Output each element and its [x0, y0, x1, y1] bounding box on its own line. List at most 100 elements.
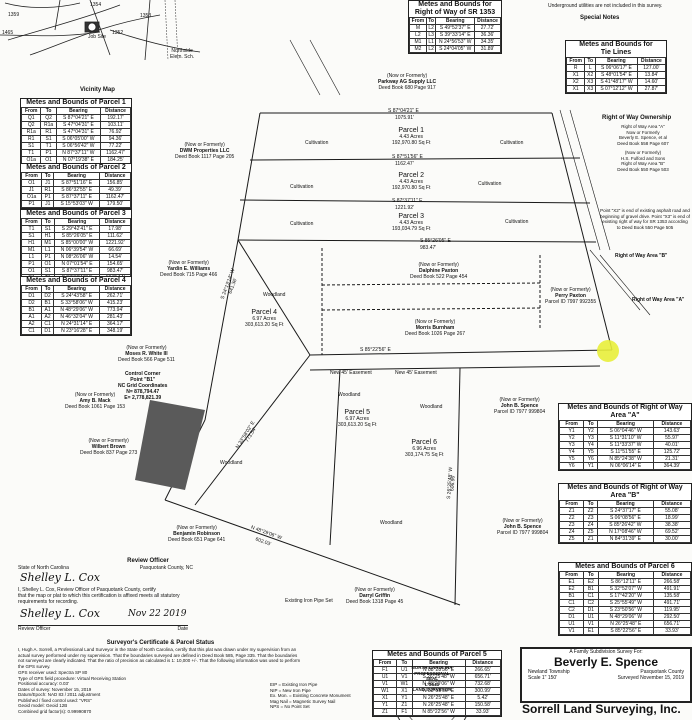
table-cell: S 85°26'42" W	[597, 521, 654, 529]
col-header: Bearing	[597, 420, 654, 428]
table-cell: P1	[41, 193, 55, 201]
col-header: From	[372, 659, 398, 667]
table-cell: U1	[558, 620, 585, 628]
parcel-sqft: 192,970.80 Sq Ft	[392, 140, 431, 146]
gps-line: Type of GPS field procedure: Virtual Rec…	[18, 675, 126, 681]
gps-line: Published / fixed control used: "VRS"	[18, 697, 92, 703]
title-row1: Newland Township Pasquotank County	[522, 669, 690, 675]
table-cell: 656.71'	[464, 673, 501, 681]
easement-label: New 45' Easement	[330, 370, 372, 376]
table-cell: P1	[40, 149, 57, 157]
table-cell: A1	[20, 313, 43, 321]
seal-line: NORTH CAROLINA	[411, 665, 453, 670]
table-cell: 33.93'	[464, 708, 501, 716]
parcel5-table: Metes and Bounds of Parcel 5 From To Bea…	[372, 650, 502, 717]
table-cell: V1	[558, 627, 585, 635]
table-cell: J1	[41, 200, 55, 208]
table-cell: 292.50'	[652, 613, 692, 621]
table-cell: 27.72'	[474, 24, 501, 32]
table-cell: 143.63'	[652, 427, 692, 435]
table-cell: P1	[21, 260, 42, 268]
table-cell: E2	[583, 578, 599, 586]
review-line2: that the map or plat to which this certi…	[18, 593, 180, 599]
review-signature-row: Shelley L. Cox	[18, 571, 278, 587]
parcel6-table: Metes and Bounds of Parcel 6 From To Bea…	[558, 562, 692, 636]
table-cell: S 24°04'05" W	[435, 45, 476, 53]
col-header: Distance	[464, 659, 501, 667]
table-cell: D1	[20, 292, 43, 300]
table-cell: L2	[425, 24, 437, 32]
review-line3: requirements for recording.	[18, 599, 79, 605]
parcel4-table-title: Metes and Bounds of Parcel 4	[26, 277, 126, 284]
col-header: To	[583, 500, 599, 508]
table-cell: P1	[20, 200, 43, 208]
table-cell: S 87°51'16" E	[53, 179, 101, 187]
table-cell: 33.93'	[652, 627, 692, 635]
table-cell: S 48°01'54" E	[595, 71, 638, 79]
col-header: To	[425, 17, 437, 25]
table-cell: P1	[40, 253, 55, 261]
table-cell: S 06°06'17" E	[595, 64, 638, 72]
parcel1-label: Parcel 1 4.43 Acres 192,970.80 Sq Ft	[392, 127, 431, 146]
table-cell: Z5	[583, 528, 599, 536]
col-header: Bearing	[597, 500, 654, 508]
tie-lines-title: Metes and Bounds for Tie Lines	[579, 41, 653, 56]
owner-deed: Deed Book 837 Page 273	[80, 450, 138, 456]
parcel-sqft: 303,613.20 Sq Ft	[338, 422, 377, 428]
table-cell: E1	[558, 578, 585, 586]
table-cell: 983.47'	[99, 267, 131, 275]
row-own-line: Now or Formerly	[626, 129, 660, 135]
row-own-line: Beverly E. Spence, et al	[618, 135, 668, 140]
table-cell: F1	[396, 708, 413, 716]
col-header: Bearing	[595, 57, 638, 65]
col-header: Distance	[99, 172, 131, 180]
owner-moses: (Now or Formerly) Moses R. White III Dee…	[118, 345, 175, 363]
table-cell: S1	[40, 267, 55, 275]
parcel3-table-title: Metes and Bounds of Parcel 3	[26, 210, 126, 217]
table-cell: A1	[41, 306, 55, 314]
table-cell: Y6	[558, 462, 585, 470]
table-cell: M1	[40, 239, 55, 247]
control-line: Point "B1"	[130, 377, 156, 383]
legend-item: NIP = New Iron Pipe	[270, 687, 311, 693]
review-signature-2: Shelley L. Cox	[20, 607, 100, 620]
table-cell: S 47°04'31" E	[55, 121, 102, 129]
owner-amy: (Now or Formerly) Amy B. Mack Deed Book …	[65, 392, 125, 410]
owner-perry: (Now or Formerly) Perry Paxton Parcel ID…	[545, 287, 596, 305]
table-cell: L1	[40, 246, 55, 254]
table-cell: S 86°32'55" E	[53, 186, 101, 194]
table-cell: Y5	[583, 448, 599, 456]
owner-line: (Now or Formerly)	[176, 525, 217, 531]
distance-label: 1075.91'	[395, 115, 415, 121]
table-cell: X1	[372, 694, 398, 702]
col-header: From	[20, 107, 42, 115]
table-cell: X1	[565, 85, 586, 93]
table-cell: J1	[20, 186, 43, 194]
table-cell: S 49°52'37" E	[435, 24, 476, 32]
table-cell: O1	[20, 179, 43, 187]
parcel-name: Parcel 1	[398, 127, 425, 134]
gps-line: Dates of survey: November 15, 2019	[18, 686, 92, 692]
table-cell: Y3	[583, 434, 599, 442]
owner-line: (Now or Formerly)	[550, 287, 591, 293]
table-cell: 348.19'	[99, 327, 131, 335]
control-line: N= 878,794.47	[126, 389, 160, 395]
parcel-acres: 4.43 Acres	[399, 134, 423, 140]
col-header: To	[583, 571, 599, 579]
table-cell: M1	[409, 38, 427, 46]
owner-line: (Now or Formerly)	[126, 345, 167, 351]
legend: EIP = Existing Iron Pipe NIP = New Iron …	[270, 682, 351, 710]
table-cell: N 84°31'39" E	[597, 535, 654, 543]
